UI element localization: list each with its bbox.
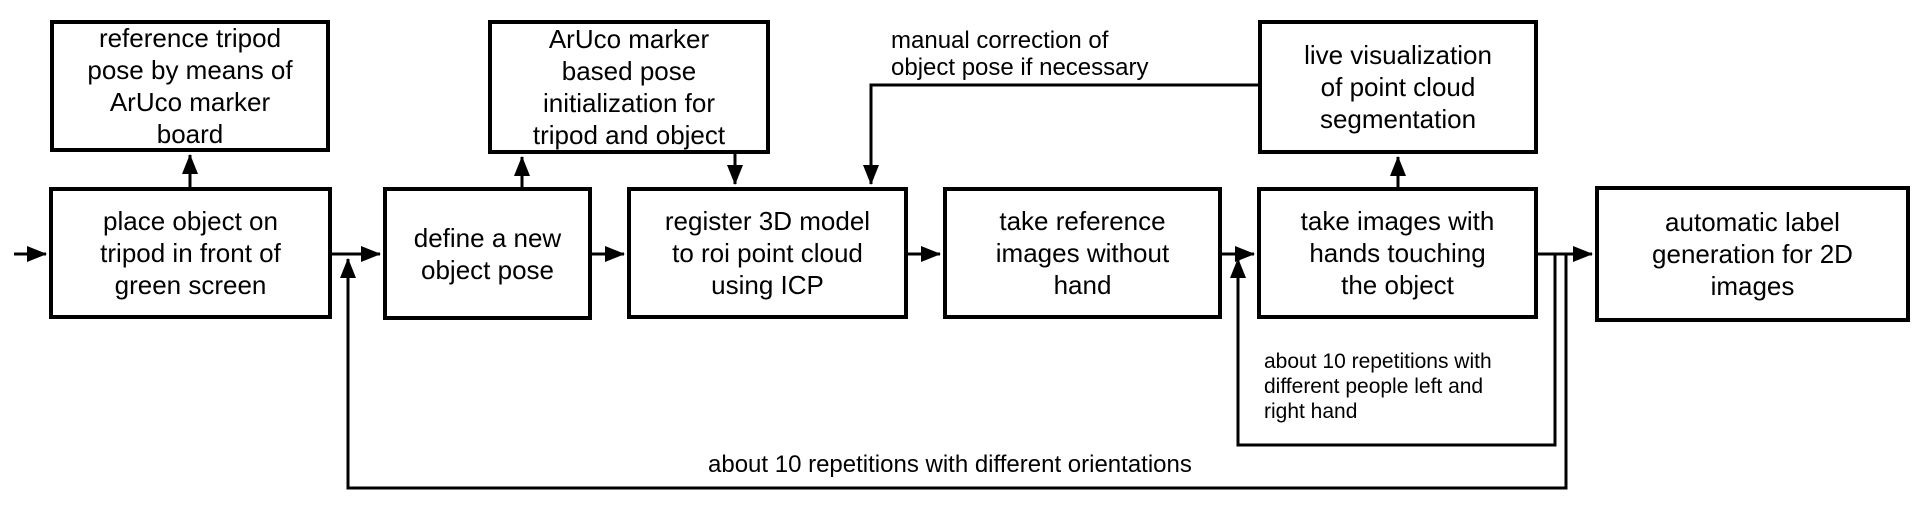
annotation-repetitions-people: about 10 repetitions with different peop… [1264,350,1492,423]
loop-repetitions-people [1230,254,1557,447]
loop-repetitions-orientations [340,254,1568,490]
node-take-reference-images: take reference images without hand [943,187,1222,319]
node-define-object-pose: define a new object pose [383,187,592,320]
node-aruco-marker-init: ArUco marker based pose initialization f… [488,20,770,154]
node-automatic-label-generation: automatic label generation for 2D images [1595,186,1910,322]
annotation-repetitions-orientations: about 10 repetitions with different orie… [708,451,1192,478]
annotation-manual-correction: manual correction of object pose if nece… [891,27,1149,81]
node-live-visualization: live visualization of point cloud segmen… [1258,20,1538,154]
node-register-3d-model: register 3D model to roi point cloud usi… [627,187,908,319]
node-place-object: place object on tripod in front of green… [49,187,332,319]
arrow-manual-correction [863,83,1258,185]
node-take-images-hands: take images with hands touching the obje… [1257,187,1538,319]
node-reference-tripod-pose: reference tripod pose by means of ArUco … [50,20,330,152]
